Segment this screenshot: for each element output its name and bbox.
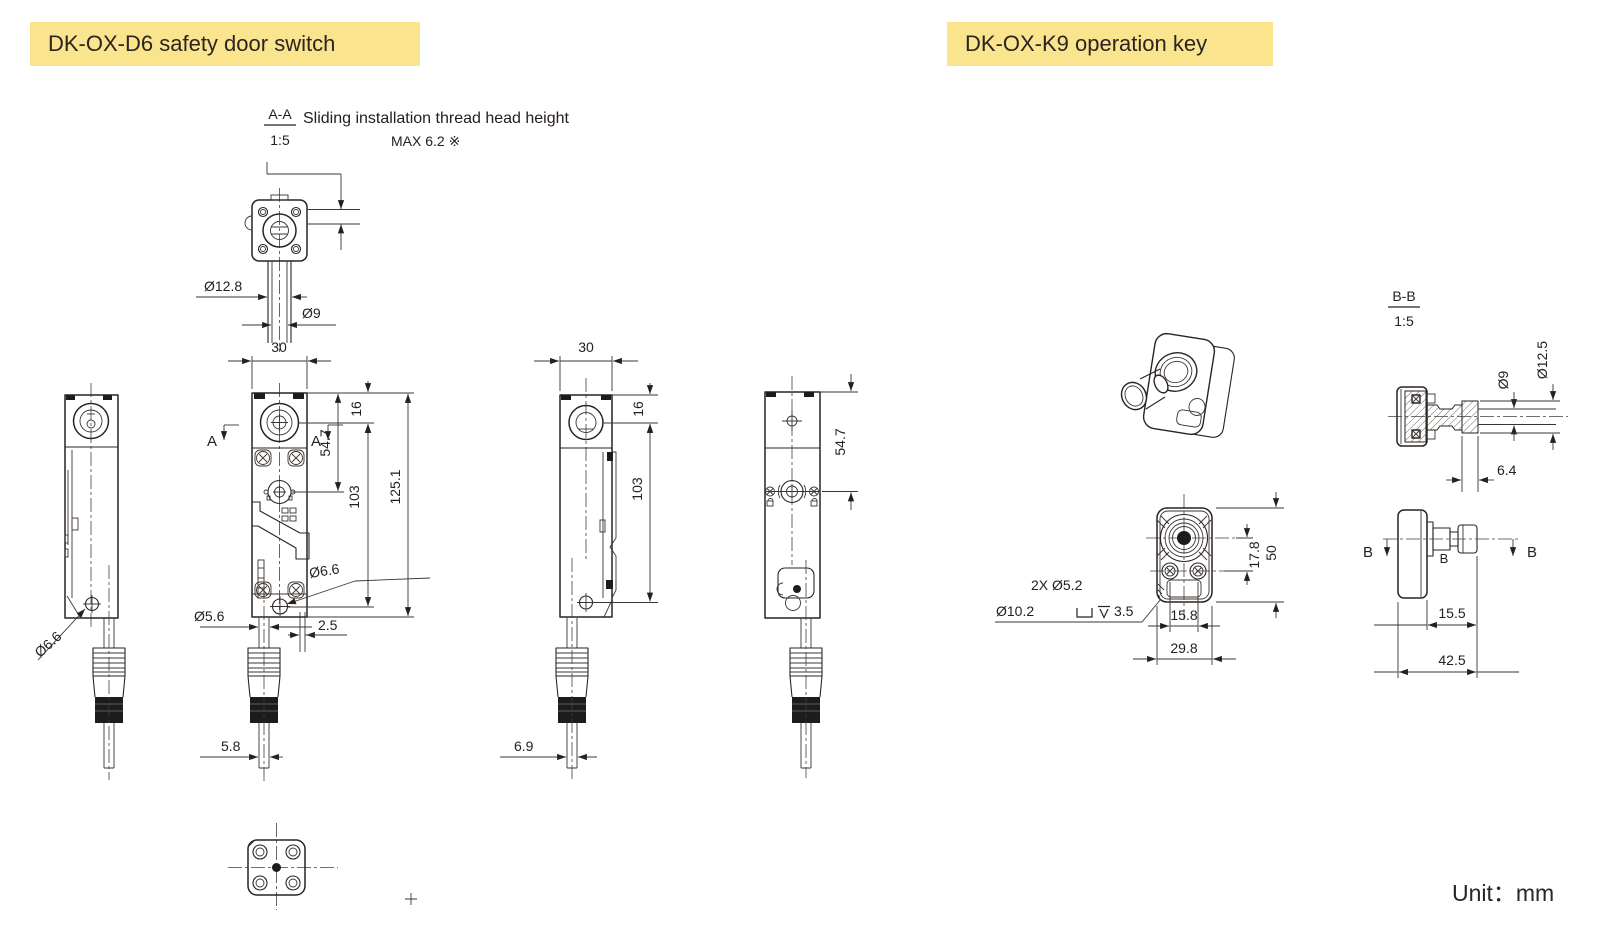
d6-right-view: 30 16 [500, 339, 658, 780]
bb-label: B-B [1392, 288, 1415, 304]
key-clamp-wings [1156, 515, 1212, 561]
key-screws [1161, 562, 1207, 580]
depth-icon [1098, 605, 1110, 619]
dim-text-h50: 50 [1263, 545, 1279, 561]
dim-text-holes: 2X Ø5.2 [1031, 577, 1083, 593]
dim-text-dia5-6: Ø5.6 [194, 608, 225, 624]
section-label-bb: B-B 1:5 [1388, 288, 1420, 329]
dim-text-h16-side: 16 [630, 401, 646, 417]
d6-title-badge: DK-OX-D6 safety door switch [30, 22, 420, 66]
dim-w30-front: 30 [228, 339, 331, 389]
dim-text-h103-front: 103 [346, 485, 362, 509]
d6-back-view: 54.7 [764, 374, 858, 778]
thread-head-height-callout [266, 162, 360, 250]
dim-text-w15-5: 15.5 [1438, 605, 1465, 621]
dim-text-cbore-depth: 3.5 [1114, 603, 1134, 619]
k9-title-badge: DK-OX-K9 operation key [947, 22, 1273, 66]
cut-letter-b-mid: B [1440, 551, 1449, 566]
dim-text-off2-5: 2.5 [318, 617, 338, 633]
k9-title: DK-OX-K9 operation key [965, 31, 1208, 56]
dim-text-w6-9: 6.9 [514, 738, 534, 754]
unit-label: Unit：mm [1452, 880, 1555, 906]
slider-lever [252, 501, 310, 560]
section-cut-b: B B B [1363, 538, 1537, 566]
dim-text-dia12-5: Ø12.5 [1534, 341, 1550, 379]
bb-scale: 1:5 [1394, 313, 1414, 329]
dim-text-dia9-top: Ø9 [302, 305, 321, 321]
aa-scale: 1:5 [270, 132, 290, 148]
dim-text-dia6-6-left: Ø6.6 [31, 628, 64, 660]
dim-dia12-8: Ø12.8 [196, 278, 307, 301]
back-view-dims: 54.7 [820, 374, 858, 510]
dim-text-h125-1: 125.1 [387, 469, 403, 504]
d6-title: DK-OX-D6 safety door switch [48, 31, 336, 56]
dim-text-dia12-8: Ø12.8 [204, 278, 242, 294]
manual-release-rotary [263, 479, 296, 505]
dim-text-h17-8: 17.8 [1246, 541, 1262, 568]
dim-text-h16-front: 16 [348, 401, 364, 417]
dim-text-w30-side: 30 [578, 339, 594, 355]
front-screws-top [254, 449, 305, 467]
front-screws-bottom [254, 581, 305, 599]
dim-text-h54-7-front: 54.7 [317, 429, 333, 456]
back-window [777, 567, 815, 599]
aa-note-line2: MAX 6.2 ※ [391, 133, 460, 149]
k9-side-dims: 15.5 42.5 [1374, 556, 1519, 678]
section-cut-a-left: A [207, 424, 239, 450]
cut-letter-a-right: A [311, 433, 321, 450]
d6-left-view: Ø6.6 [31, 383, 126, 780]
front-view-dims: 54.7 16 103 125.1 Ø6.6 Ø5.6 2.5 [194, 381, 431, 761]
side-view-dims: 16 103 6.9 [500, 383, 658, 761]
dim-text-w6-4: 6.4 [1497, 462, 1517, 478]
dim-text-dia6-6-front: Ø6.6 [308, 560, 341, 581]
cut-letter-b-left: B [1363, 544, 1373, 561]
dim-dia9-top: Ø9 [242, 305, 336, 329]
d6-front-view: 30 [194, 339, 431, 782]
led-indicators [281, 507, 297, 522]
dim-text-h54-7-back: 54.7 [832, 428, 848, 455]
d6-top-view: Ø12.8 Ø9 [196, 162, 360, 352]
k9-front-view: 17.8 50 15.8 29.8 2X Ø5.2 Ø10.2 [995, 492, 1284, 665]
dim-text-h103-side: 103 [629, 477, 645, 501]
dim-text-w30-front: 30 [271, 339, 287, 355]
dim-text-dia9-k9: Ø9 [1495, 370, 1511, 389]
k9-side-view: B B B 15.5 42.5 [1363, 509, 1537, 678]
k9-isometric-view [1120, 332, 1235, 438]
section-label-aa: A-A 1:5 Sliding installation thread head… [264, 106, 570, 149]
dim-text-w5-8: 5.8 [221, 738, 241, 754]
dim-text-w15-8: 15.8 [1170, 607, 1197, 623]
dim-w30-side: 30 [534, 339, 638, 391]
dim-text-cbore-dia: Ø10.2 [996, 603, 1034, 619]
dim-text-w29-8: 29.8 [1170, 640, 1197, 656]
k9-front-dims: 17.8 50 15.8 29.8 2X Ø5.2 Ø10.2 [995, 492, 1284, 665]
counterbore-icon [1076, 608, 1093, 618]
plus-mark [405, 893, 417, 905]
k9-section-dims: Ø9 Ø12.5 6.4 [1446, 341, 1560, 492]
aa-label: A-A [268, 106, 292, 122]
cut-letter-a-left: A [207, 433, 217, 450]
cut-letter-b-right: B [1527, 544, 1537, 561]
aa-note-line1: Sliding installation thread head height [303, 110, 570, 127]
k9-section-view: Ø9 Ø12.5 6.4 [1388, 341, 1568, 492]
d6-bottom-view [228, 823, 417, 910]
dim-text-w42-5: 42.5 [1438, 652, 1465, 668]
back-rotary-lock [765, 479, 819, 507]
